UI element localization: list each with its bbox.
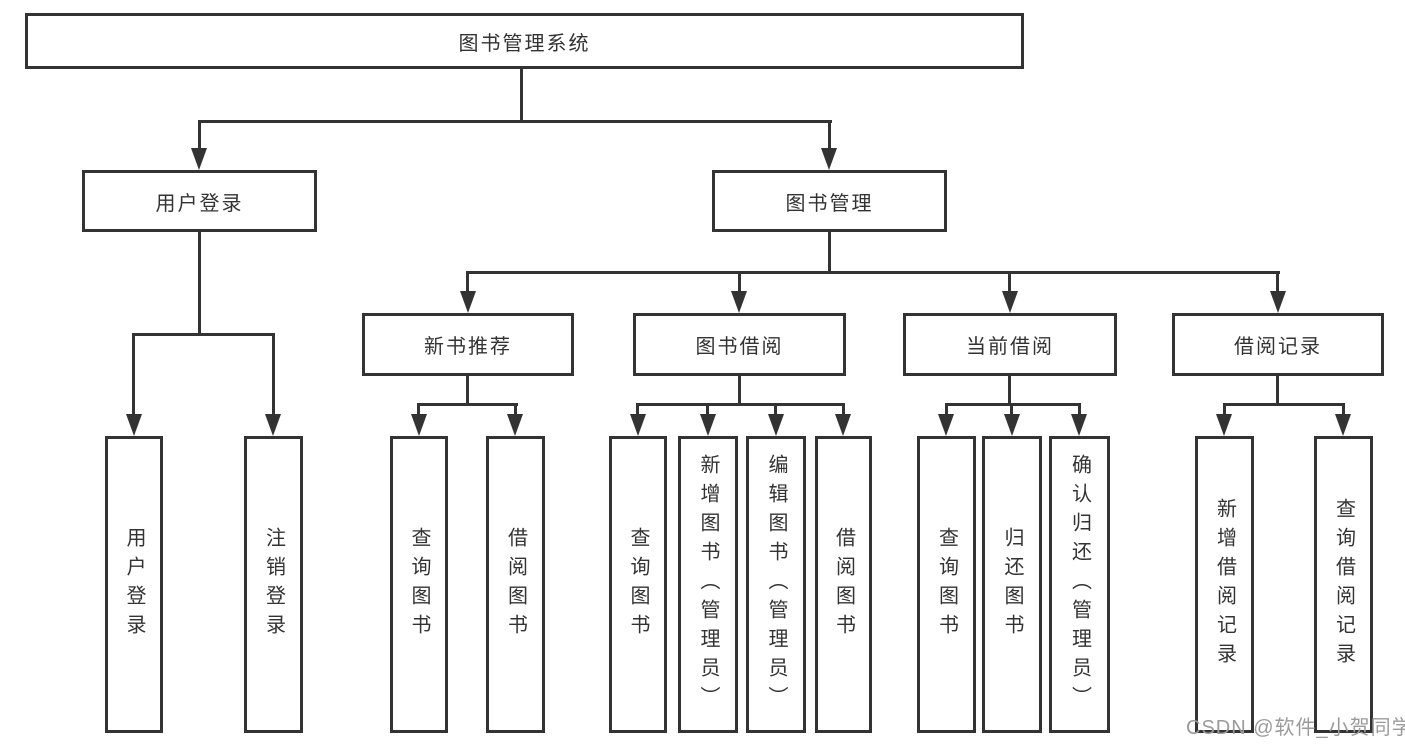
leaf-logout: 注销登录 — [244, 436, 303, 733]
connector-line — [198, 120, 201, 150]
connector-line — [132, 333, 275, 336]
connector-line — [417, 403, 518, 406]
node-book-borrowing: 图书借阅 — [633, 313, 846, 376]
connector-line — [198, 120, 832, 123]
leaf-label: 查询图书 — [408, 526, 430, 643]
arrow-down-icon — [731, 291, 747, 313]
node-label: 当前借阅 — [966, 336, 1054, 358]
connector-line — [828, 120, 831, 150]
leaf-label: 注销登录 — [262, 526, 285, 643]
arrow-down-icon — [1270, 291, 1286, 313]
leaf-query-books-current: 查询图书 — [917, 436, 976, 733]
leaf-label: 查询借阅记录 — [1332, 497, 1355, 672]
connector-line — [1276, 376, 1279, 406]
connector-line — [842, 403, 845, 416]
arrow-down-icon — [1071, 414, 1087, 436]
connector-line — [774, 403, 777, 416]
arrow-down-icon — [191, 148, 207, 170]
node-user-login: 用户登录 — [82, 170, 317, 232]
connector-line — [514, 403, 517, 416]
arrow-down-icon — [835, 414, 851, 436]
leaf-borrow-books: 借阅图书 — [815, 436, 872, 733]
leaf-query-books-borrowing: 查询图书 — [609, 436, 667, 733]
connector-line — [1008, 271, 1011, 293]
leaf-label: 新增图书（管理员） — [697, 454, 719, 715]
connector-line — [520, 69, 523, 123]
arrow-down-icon — [938, 414, 954, 436]
connector-line — [466, 376, 469, 406]
leaf-label: 借阅图书 — [504, 526, 527, 643]
arrow-down-icon — [1004, 414, 1020, 436]
node-label: 图书借阅 — [695, 336, 784, 358]
arrow-down-icon — [1335, 414, 1351, 436]
leaf-label: 编辑图书（管理员） — [765, 454, 787, 715]
connector-line — [132, 333, 135, 414]
node-label: 图书管理 — [785, 192, 874, 215]
node-current-borrowing: 当前借阅 — [903, 313, 1117, 376]
leaf-label: 查询图书 — [935, 526, 958, 643]
node-new-book-recommendation: 新书推荐 — [362, 313, 574, 376]
leaf-add-borrow-record: 新增借阅记录 — [1195, 436, 1254, 733]
connector-line — [636, 403, 845, 406]
connector-line — [417, 403, 420, 416]
arrow-down-icon — [821, 148, 837, 170]
leaf-query-borrow-record: 查询借阅记录 — [1314, 436, 1373, 733]
leaf-add-books-admin: 新增图书（管理员） — [678, 436, 738, 733]
leaf-label: 查询图书 — [627, 526, 649, 643]
arrow-down-icon — [460, 291, 476, 313]
leaf-label: 新增借阅记录 — [1213, 497, 1236, 672]
connector-line — [1008, 376, 1011, 406]
arrow-down-icon — [1216, 414, 1232, 436]
csdn-watermark: CSDN @软件_小贺同学 — [1186, 717, 1405, 739]
node-label: 借阅记录 — [1234, 336, 1322, 358]
connector-line — [1010, 403, 1013, 416]
arrow-down-icon — [411, 414, 427, 436]
leaf-label: 归还图书 — [1001, 526, 1023, 643]
arrow-down-icon — [507, 414, 523, 436]
connector-line — [272, 333, 275, 414]
connector-line — [1223, 403, 1226, 416]
connector-line — [945, 403, 948, 416]
connector-line — [1342, 403, 1345, 416]
arrow-down-icon — [265, 414, 281, 436]
leaf-return-books: 归还图书 — [982, 436, 1042, 733]
connector-line — [738, 271, 741, 293]
arrow-down-icon — [630, 414, 646, 436]
connector-line — [738, 376, 741, 406]
leaf-edit-books-admin: 编辑图书（管理员） — [746, 436, 806, 733]
connector-line — [1223, 403, 1345, 406]
leaf-label: 借阅图书 — [832, 526, 855, 643]
connector-line — [198, 232, 201, 336]
node-book-management: 图书管理 — [712, 170, 947, 232]
connector-line — [466, 271, 1280, 274]
arrow-down-icon — [126, 414, 142, 436]
leaf-query-books-recommend: 查询图书 — [390, 436, 448, 733]
node-label: 图书管理系统 — [458, 32, 591, 55]
connector-line — [828, 232, 831, 274]
connector-line — [706, 403, 709, 416]
connector-line — [466, 271, 469, 293]
node-library-management-system: 图书管理系统 — [25, 13, 1024, 69]
arrow-down-icon — [700, 414, 716, 436]
connector-line — [945, 403, 1081, 406]
arrow-down-icon — [768, 414, 784, 436]
node-label: 新书推荐 — [424, 336, 512, 358]
arrow-down-icon — [1002, 291, 1018, 313]
connector-line — [1078, 403, 1081, 416]
node-borrowing-records: 借阅记录 — [1172, 313, 1384, 376]
leaf-user-login: 用户登录 — [105, 436, 163, 733]
leaf-label: 用户登录 — [123, 526, 145, 643]
leaf-label: 确认归还（管理员） — [1068, 454, 1091, 715]
connector-line — [1276, 271, 1279, 293]
leaf-confirm-return-admin: 确认归还（管理员） — [1049, 436, 1110, 733]
connector-line — [636, 403, 639, 416]
node-label: 用户登录 — [155, 192, 244, 215]
leaf-borrow-books-recommend: 借阅图书 — [486, 436, 545, 733]
